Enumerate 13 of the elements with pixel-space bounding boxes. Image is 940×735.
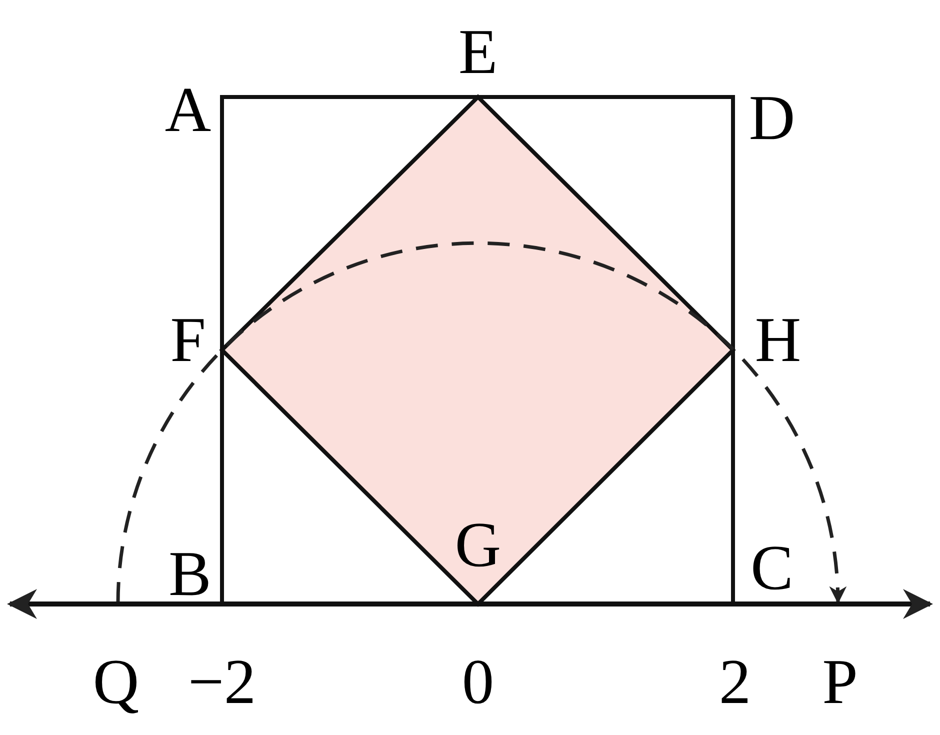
- point-label: A: [164, 78, 212, 142]
- point-label: D: [748, 86, 796, 150]
- point-label: Q: [92, 650, 140, 714]
- point-label: 0: [462, 650, 494, 714]
- point-label: B: [168, 542, 212, 606]
- point-label: 2: [719, 650, 751, 714]
- point-label: H: [754, 308, 802, 372]
- point-label: P: [822, 650, 858, 714]
- point-label: −2: [188, 650, 256, 714]
- point-label: F: [170, 308, 206, 372]
- point-label: E: [458, 20, 498, 84]
- point-label: G: [454, 513, 502, 577]
- point-label: C: [750, 536, 794, 600]
